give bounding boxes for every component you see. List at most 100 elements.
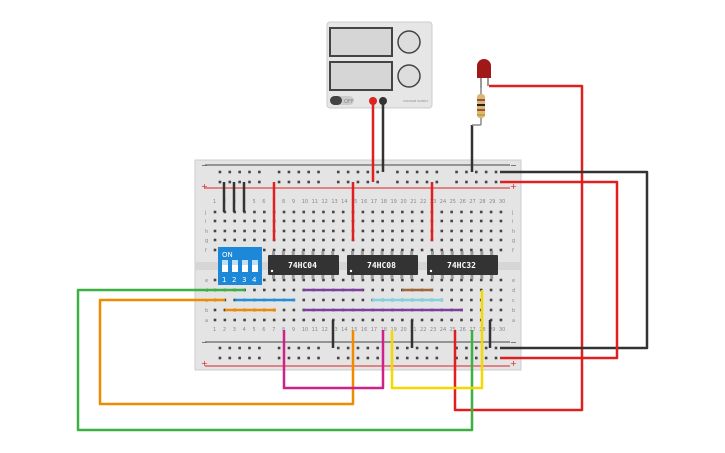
led[interactable] bbox=[477, 59, 491, 88]
hole[interactable] bbox=[440, 238, 444, 242]
rail-hole[interactable] bbox=[455, 180, 458, 184]
hole[interactable] bbox=[351, 298, 355, 302]
hole[interactable] bbox=[263, 248, 266, 252]
rail-hole[interactable] bbox=[435, 170, 439, 174]
rail-hole[interactable] bbox=[455, 170, 458, 174]
rail-hole[interactable] bbox=[346, 356, 350, 360]
hole[interactable] bbox=[332, 238, 335, 242]
hole[interactable] bbox=[233, 318, 237, 322]
hole[interactable] bbox=[213, 219, 217, 223]
rail-hole[interactable] bbox=[396, 346, 399, 350]
hole[interactable] bbox=[361, 229, 365, 233]
rail-hole[interactable] bbox=[435, 356, 439, 360]
hole[interactable] bbox=[253, 219, 256, 223]
rail-hole[interactable] bbox=[297, 346, 301, 350]
rail-hole[interactable] bbox=[346, 180, 350, 184]
hole[interactable] bbox=[499, 229, 503, 233]
hole[interactable] bbox=[430, 318, 434, 322]
rail-hole[interactable] bbox=[474, 170, 478, 174]
rail-hole[interactable] bbox=[435, 346, 439, 350]
hole[interactable] bbox=[263, 278, 266, 282]
hole[interactable] bbox=[341, 278, 345, 282]
hole[interactable] bbox=[420, 278, 424, 282]
red-wire[interactable] bbox=[453, 84, 584, 412]
hole[interactable] bbox=[470, 308, 473, 312]
hole[interactable] bbox=[381, 248, 384, 252]
hole[interactable] bbox=[223, 229, 227, 233]
hole[interactable] bbox=[361, 248, 365, 252]
hole[interactable] bbox=[243, 219, 246, 223]
dip-toggle[interactable] bbox=[252, 260, 258, 272]
hole[interactable] bbox=[272, 318, 276, 322]
rail-hole[interactable] bbox=[376, 180, 379, 184]
hole[interactable] bbox=[401, 318, 404, 322]
hole[interactable] bbox=[312, 219, 315, 223]
rail-hole[interactable] bbox=[376, 170, 379, 174]
hole[interactable] bbox=[391, 219, 394, 223]
rail-hole[interactable] bbox=[307, 180, 310, 184]
hole[interactable] bbox=[499, 278, 503, 282]
resistor[interactable] bbox=[472, 88, 485, 126]
rail-hole[interactable] bbox=[336, 180, 340, 184]
hole[interactable] bbox=[420, 318, 424, 322]
rail-hole[interactable] bbox=[484, 356, 488, 360]
rail-hole[interactable] bbox=[297, 180, 301, 184]
hole[interactable] bbox=[450, 288, 453, 292]
hole[interactable] bbox=[470, 318, 473, 322]
rail-hole[interactable] bbox=[336, 170, 340, 174]
hole[interactable] bbox=[470, 238, 473, 242]
rail-hole[interactable] bbox=[405, 356, 409, 360]
hole[interactable] bbox=[341, 238, 345, 242]
rail-hole[interactable] bbox=[218, 356, 222, 360]
hole[interactable] bbox=[460, 278, 463, 282]
hole[interactable] bbox=[312, 318, 315, 322]
hole[interactable] bbox=[282, 308, 286, 312]
rail-hole[interactable] bbox=[218, 180, 222, 184]
hole[interactable] bbox=[479, 248, 483, 252]
hole[interactable] bbox=[401, 210, 404, 214]
rail-hole[interactable] bbox=[474, 346, 478, 350]
hole[interactable] bbox=[470, 278, 473, 282]
rail-hole[interactable] bbox=[435, 180, 439, 184]
hole[interactable] bbox=[420, 229, 424, 233]
hole[interactable] bbox=[322, 298, 325, 302]
hole[interactable] bbox=[312, 278, 315, 282]
hole[interactable] bbox=[391, 229, 394, 233]
yellow-wire[interactable] bbox=[390, 290, 484, 390]
hole[interactable] bbox=[460, 298, 463, 302]
hole[interactable] bbox=[489, 298, 493, 302]
rail-hole[interactable] bbox=[405, 170, 409, 174]
hole[interactable] bbox=[410, 278, 414, 282]
hole[interactable] bbox=[263, 288, 266, 292]
hole[interactable] bbox=[292, 288, 296, 292]
rail-hole[interactable] bbox=[376, 356, 379, 360]
rail-hole[interactable] bbox=[336, 356, 340, 360]
hole[interactable] bbox=[233, 298, 237, 302]
rail-hole[interactable] bbox=[258, 346, 261, 350]
hole[interactable] bbox=[253, 210, 256, 214]
hole[interactable] bbox=[213, 318, 217, 322]
current-knob[interactable] bbox=[397, 64, 421, 88]
rail-hole[interactable] bbox=[307, 170, 310, 174]
hole[interactable] bbox=[361, 278, 365, 282]
rail-hole[interactable] bbox=[494, 356, 498, 360]
rail-hole[interactable] bbox=[277, 346, 281, 350]
hole[interactable] bbox=[440, 229, 444, 233]
power-toggle[interactable] bbox=[330, 96, 342, 105]
rail-hole[interactable] bbox=[494, 170, 498, 174]
hole[interactable] bbox=[460, 210, 463, 214]
hole[interactable] bbox=[263, 229, 266, 233]
hole[interactable] bbox=[253, 238, 256, 242]
rail-hole[interactable] bbox=[396, 356, 399, 360]
hole[interactable] bbox=[470, 288, 473, 292]
rail-hole[interactable] bbox=[248, 170, 251, 174]
hole[interactable] bbox=[253, 288, 256, 292]
hole[interactable] bbox=[440, 318, 444, 322]
hole[interactable] bbox=[371, 219, 375, 223]
hole[interactable] bbox=[371, 278, 375, 282]
rail-hole[interactable] bbox=[317, 356, 320, 360]
hole[interactable] bbox=[440, 288, 444, 292]
hole[interactable] bbox=[243, 229, 246, 233]
hole[interactable] bbox=[410, 210, 414, 214]
